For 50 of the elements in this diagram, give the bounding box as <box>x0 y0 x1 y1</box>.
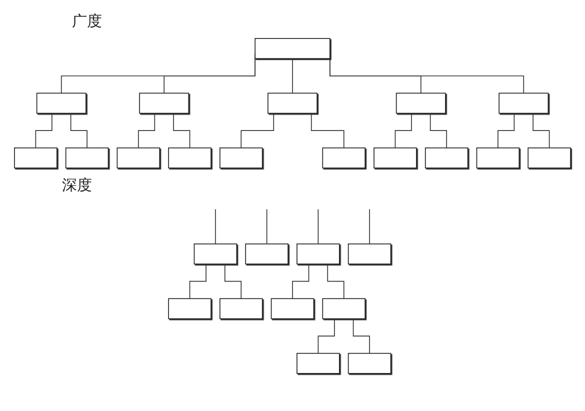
connector <box>138 112 156 148</box>
connector <box>266 208 268 244</box>
node-box <box>65 147 109 168</box>
node-box <box>424 147 468 168</box>
node-box <box>220 298 263 320</box>
connector <box>532 112 550 148</box>
node-box <box>476 147 520 168</box>
node-box <box>254 38 330 59</box>
connector <box>292 58 293 94</box>
node-box <box>270 298 314 320</box>
connector <box>498 112 515 148</box>
node-box <box>168 147 212 168</box>
connector <box>173 112 190 148</box>
node-box <box>528 147 571 168</box>
node-box <box>348 244 392 264</box>
node-box <box>139 92 190 114</box>
connector <box>310 112 344 148</box>
connector <box>35 112 52 148</box>
connector <box>430 112 447 148</box>
node-box <box>116 147 160 168</box>
connector <box>327 264 344 300</box>
connector <box>292 264 310 300</box>
node-box <box>268 92 318 114</box>
connector <box>70 112 88 148</box>
connector <box>240 112 274 148</box>
connector <box>189 264 206 300</box>
connector <box>318 208 319 244</box>
connector <box>215 208 216 244</box>
node-box <box>168 298 212 320</box>
node-box <box>322 298 366 320</box>
connector <box>369 208 370 244</box>
node-box <box>322 147 366 168</box>
node-box <box>14 147 58 168</box>
node-box <box>498 92 549 114</box>
node-box <box>396 92 446 114</box>
node-box <box>348 352 392 374</box>
connector <box>394 112 412 148</box>
node-box <box>296 244 340 264</box>
axis-label: 深度 <box>62 176 92 194</box>
node-box <box>245 244 288 264</box>
connector <box>318 318 335 354</box>
axis-label: 广度 <box>72 12 102 30</box>
node-box <box>194 244 238 264</box>
node-box <box>296 352 340 374</box>
connector <box>224 264 242 300</box>
node-box <box>220 147 263 168</box>
connector <box>352 318 370 354</box>
node-box <box>36 92 86 114</box>
node-box <box>374 147 417 168</box>
connector <box>164 56 256 94</box>
